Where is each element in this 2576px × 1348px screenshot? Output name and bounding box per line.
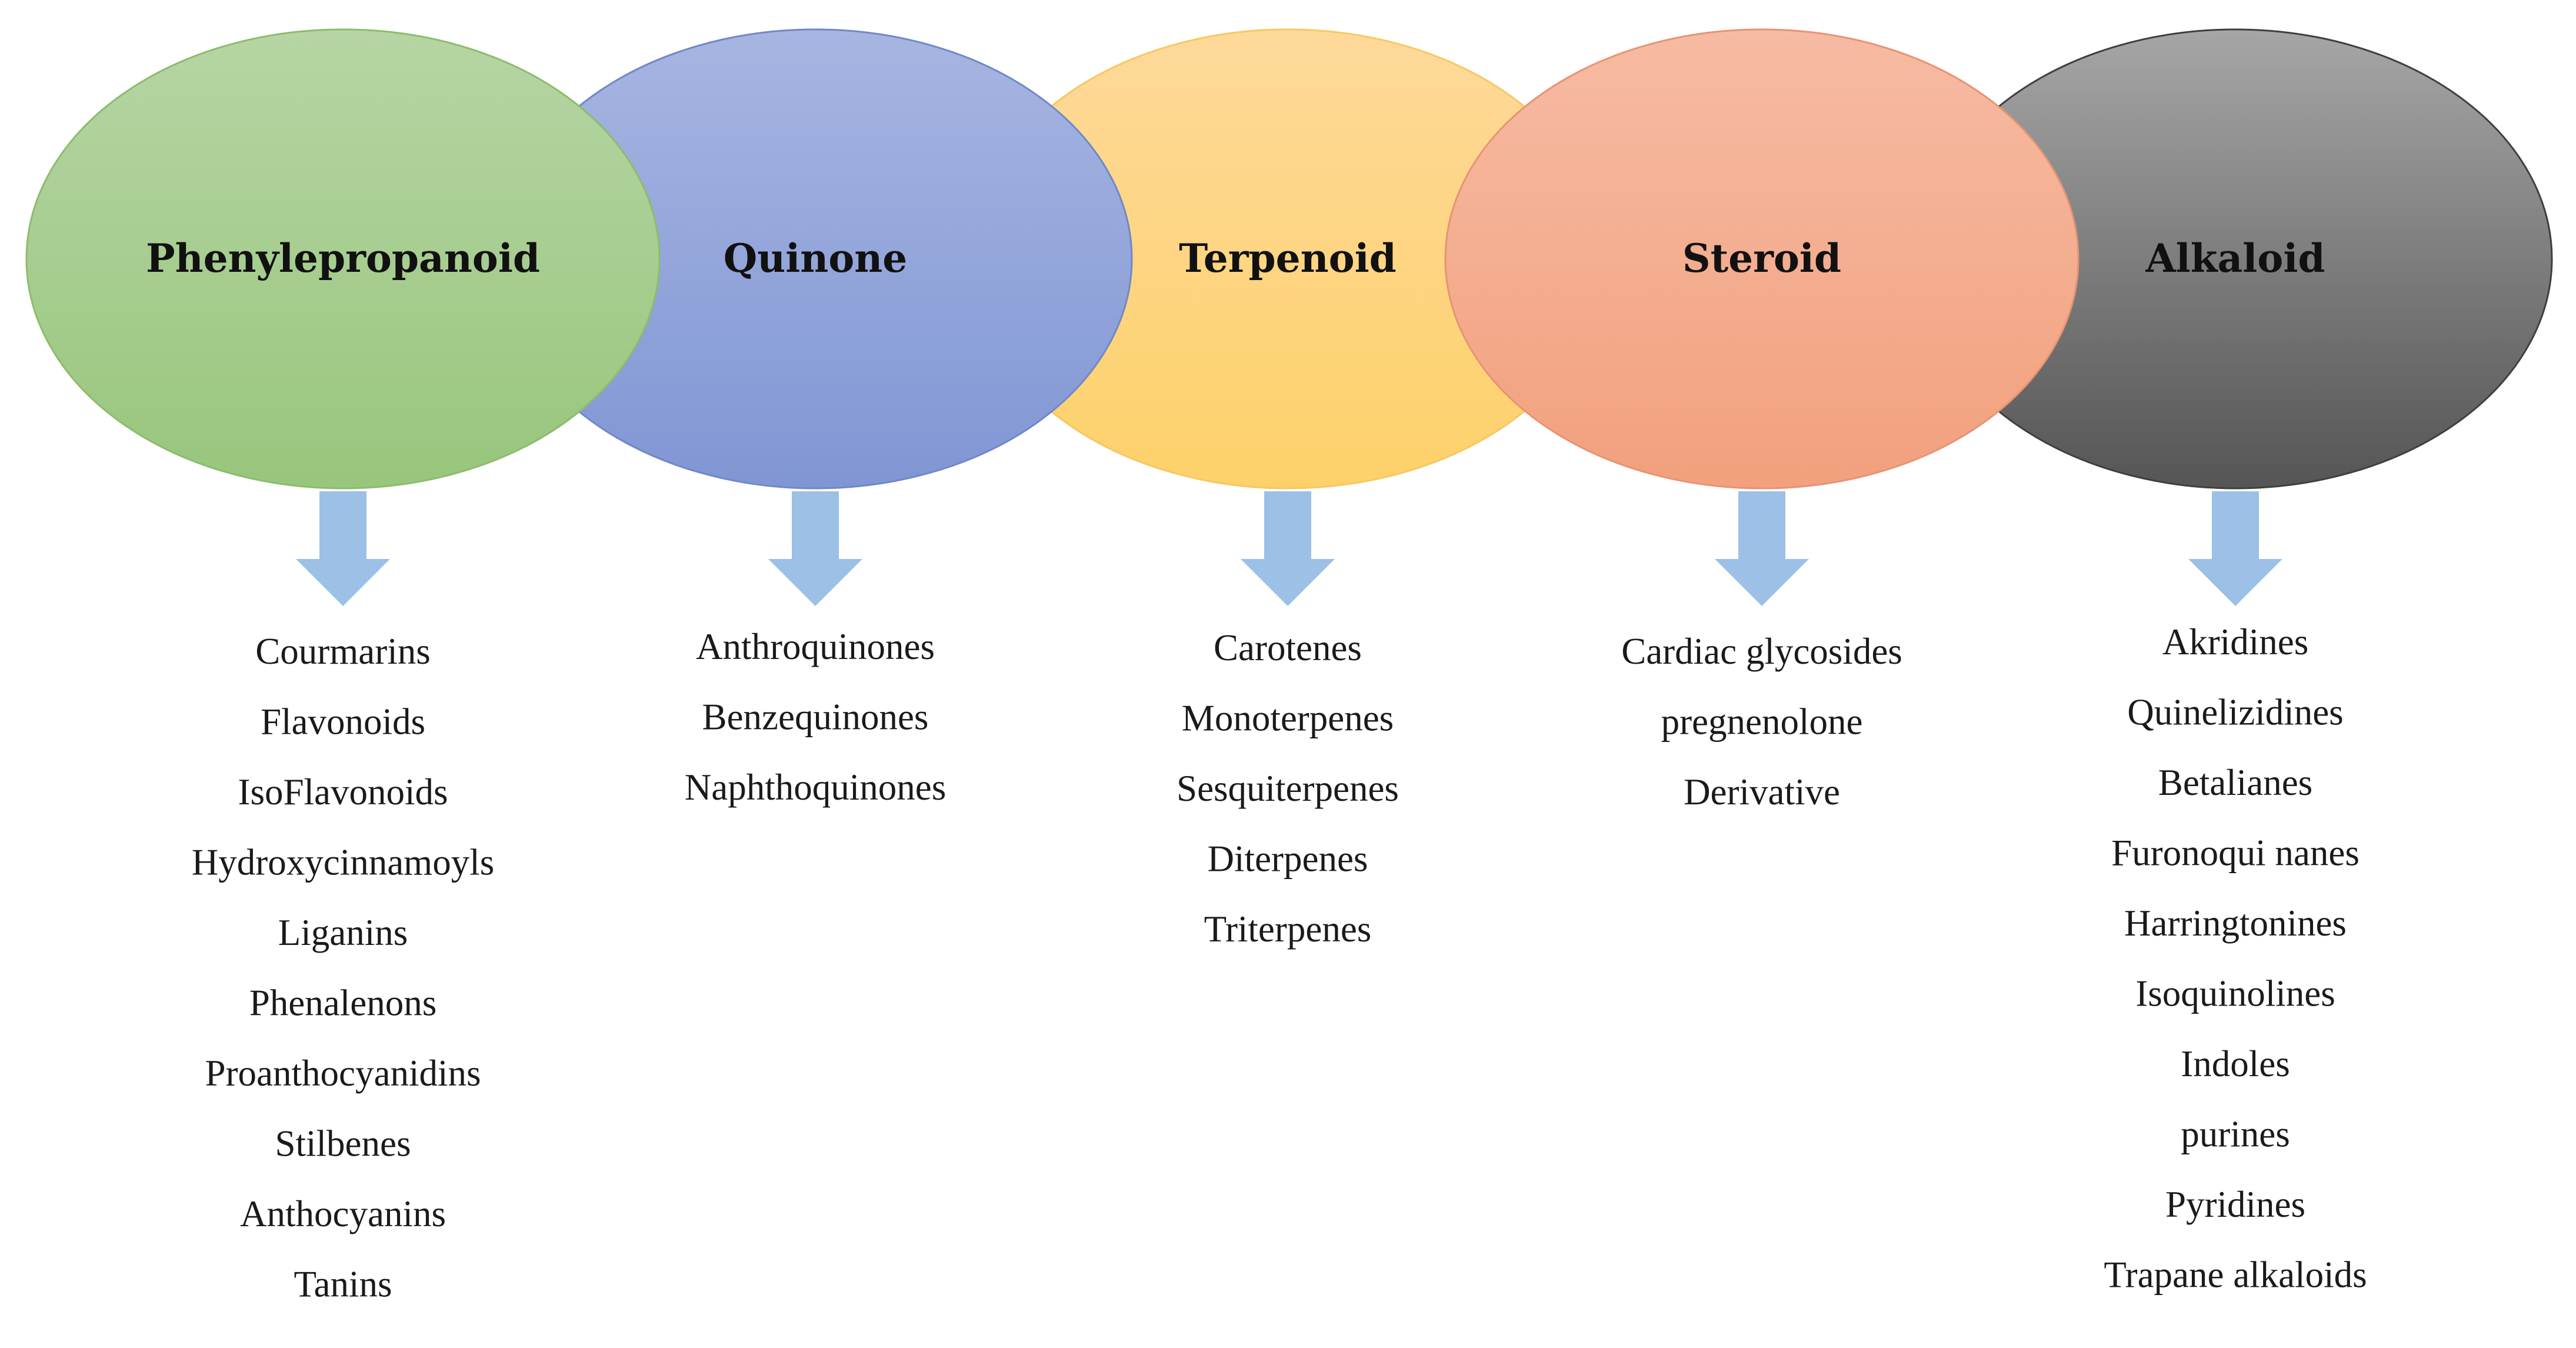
steroid-ellipse (1444, 28, 2080, 490)
phenylepropanoid-list-item: Anthocyanins (240, 1193, 446, 1234)
alkaloid-list-item: Akridines (2162, 621, 2308, 663)
steroid-list-item: pregnenolone (1661, 701, 1863, 743)
terpenoid-list-item: Monoterpenes (1182, 698, 1394, 739)
alkaloid-list-item: Pyridines (2165, 1184, 2305, 1225)
alkaloid-list-item: Harringtonines (2124, 903, 2347, 944)
terpenoid-label: Terpenoid (1179, 235, 1397, 281)
steroid-list-item: Derivative (1684, 771, 1840, 813)
phenylepropanoid-label: Phenylepropanoid (146, 235, 540, 281)
terpenoid-list-item: Carotenes (1214, 627, 1362, 668)
terpenoid-list-item: Diterpenes (1208, 838, 1368, 880)
alkaloid-down-arrow-icon (2188, 491, 2282, 606)
phenylepropanoid-list-item: Liganins (278, 912, 408, 953)
phenylepropanoid-list-item: Phenalenons (249, 983, 436, 1024)
alkaloid-list-item: Isoquinolines (2135, 973, 2335, 1014)
terpenoid-down-arrow-icon (1241, 491, 1335, 606)
phenylepropanoid-list-item: Stilbenes (275, 1123, 411, 1164)
alkaloid-list-item: Trapane alkaloids (2104, 1254, 2367, 1296)
terpenoid-list-item: Sesquiterpenes (1177, 768, 1399, 809)
terpenoid-list-item: Triterpenes (1204, 908, 1372, 950)
steroid-down-arrow-icon (1715, 491, 1809, 606)
quinone-list-item: Anthroquinones (696, 626, 935, 667)
quinone-down-arrow-icon (768, 491, 862, 606)
quinone-label: Quinone (724, 235, 908, 281)
quinone-list-item: Naphthoquinones (685, 767, 946, 808)
phenylepropanoid-list-item: IsoFlavonoids (238, 771, 448, 813)
phenylepropanoid-ellipse (25, 28, 661, 490)
alkaloid-list-item: Indoles (2181, 1043, 2290, 1084)
alkaloid-list-item: Quinelizidines (2127, 692, 2343, 733)
phenylepropanoid-list-item: Proanthocyanidins (205, 1053, 481, 1094)
steroid-list-item: Cardiac glycosides (1621, 631, 1902, 672)
phenylepropanoid-list-item: Courmarins (255, 631, 430, 672)
alkaloid-list-item: purines (2181, 1114, 2290, 1155)
alkaloid-list-item: Furonoqui nanes (2111, 833, 2360, 874)
alkaloid-label: Alkaloid (2145, 235, 2325, 281)
phenylepropanoid-list-item: Hydroxycinnamoyls (192, 842, 494, 883)
steroid-label: Steroid (1682, 235, 1841, 281)
phenylepropanoid-list-item: Tanins (294, 1264, 392, 1305)
phenylepropanoid-down-arrow-icon (296, 491, 390, 606)
phenylepropanoid-list-item: Flavonoids (261, 701, 425, 743)
quinone-list-item: Benzequinones (702, 697, 929, 738)
alkaloid-list-item: Betalianes (2158, 762, 2312, 803)
